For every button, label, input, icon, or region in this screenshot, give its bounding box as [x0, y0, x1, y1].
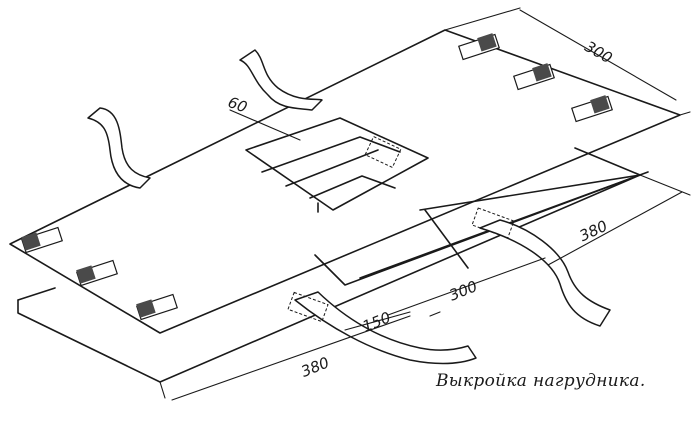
- upper-panel: [9, 29, 681, 334]
- dim-right-length: 380: [577, 217, 611, 245]
- dimension-lines: [159, 7, 691, 401]
- pocket: [245, 117, 429, 213]
- dim-pocket-inset: 60: [226, 93, 250, 116]
- straps: [87, 49, 611, 365]
- dim-bottom-length: 380: [298, 353, 331, 380]
- tabs: [21, 33, 613, 321]
- dim-middle-length: 300: [447, 277, 480, 304]
- figure-caption: Выкройка нагрудника.: [436, 371, 646, 391]
- dim-small-length: 150: [360, 308, 393, 335]
- dim-top-width: 300: [582, 37, 616, 67]
